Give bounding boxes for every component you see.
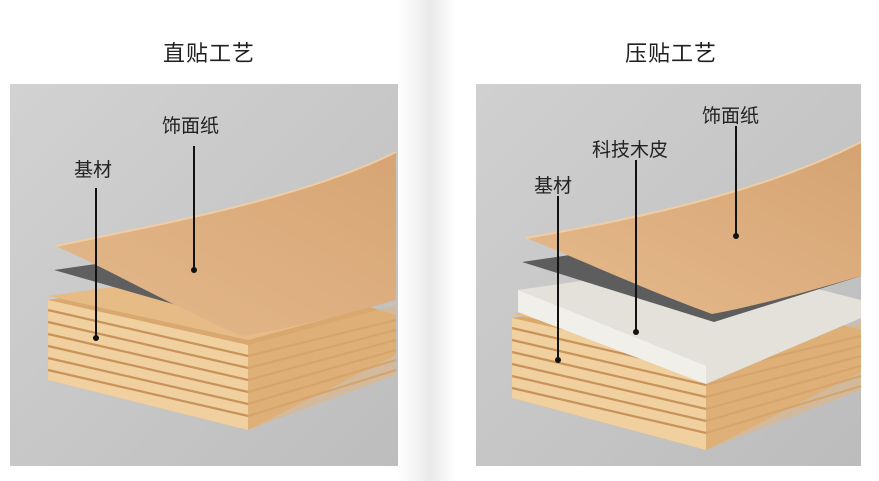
- leader-dot-tech-veneer: [633, 329, 639, 335]
- label-substrate: 基材: [534, 175, 572, 197]
- panel-divider: [398, 0, 456, 481]
- leader-dot-substrate: [93, 335, 99, 341]
- decor-paper-layer: [526, 142, 861, 314]
- leader-dot-decor-paper: [191, 267, 197, 273]
- diagram-press-lamination: 饰面纸 科技木皮 基材: [476, 84, 862, 466]
- label-decor-paper: 饰面纸: [162, 115, 219, 137]
- panel-title-press: 压贴工艺: [624, 42, 717, 67]
- diagram-direct-lamination: 饰面纸 基材: [10, 84, 398, 466]
- panel-direct-lamination: 直贴工艺: [0, 0, 398, 481]
- leader-dot-substrate: [555, 357, 561, 363]
- label-decor-paper: 饰面纸: [702, 105, 759, 127]
- label-tech-veneer: 科技木皮: [592, 139, 668, 161]
- label-substrate: 基材: [74, 159, 112, 181]
- panel-press-lamination: 压贴工艺: [456, 0, 879, 481]
- leader-dot-decor-paper: [733, 233, 739, 239]
- panel-title-direct: 直贴工艺: [162, 42, 255, 67]
- decor-paper-layer: [56, 152, 396, 336]
